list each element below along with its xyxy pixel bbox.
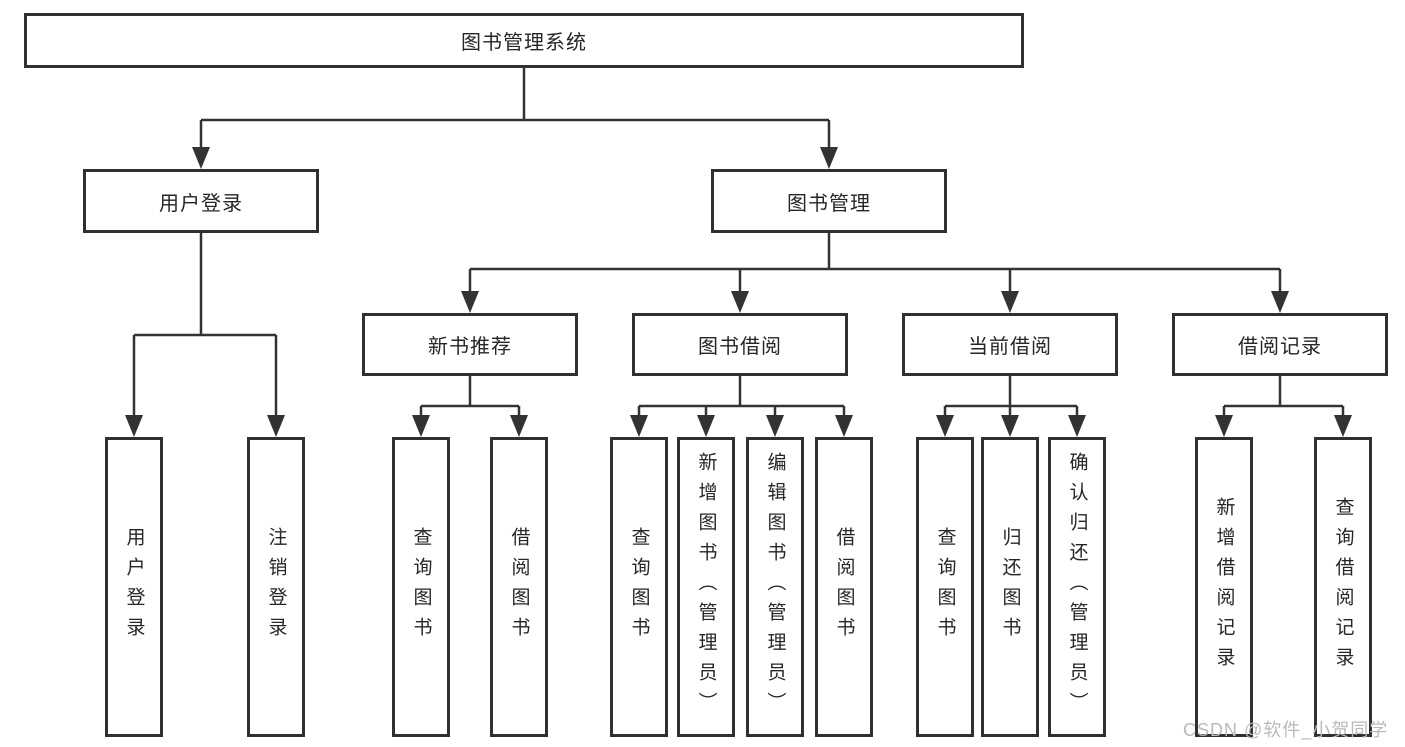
node-user-login: 用户登录 [83, 169, 319, 233]
arrowhead-icon [697, 415, 715, 437]
arrowhead-icon [766, 415, 784, 437]
arrowhead-icon [1271, 291, 1289, 313]
leaf-add-borrow-record: 新增借阅记录 [1195, 437, 1253, 737]
arrowhead-icon [1001, 291, 1019, 313]
leaf-query-books-3: 查询图书 [916, 437, 974, 737]
arrowhead-icon [731, 291, 749, 313]
arrowhead-icon [630, 415, 648, 437]
leaf-edit-books-admin: 编辑图书（管理员） [746, 437, 804, 737]
leaf-return-books: 归还图书 [981, 437, 1039, 737]
node-book-mgmt: 图书管理 [711, 169, 947, 233]
leaf-confirm-return-admin: 确认归还（管理员） [1048, 437, 1106, 737]
leaf-query-books-2: 查询图书 [610, 437, 668, 737]
arrowhead-icon [125, 415, 143, 437]
arrowhead-icon [461, 291, 479, 313]
leaf-user-login: 用户登录 [105, 437, 163, 737]
arrowhead-icon [510, 415, 528, 437]
leaf-borrow-books-1: 借阅图书 [490, 437, 548, 737]
arrowhead-icon [1068, 415, 1086, 437]
arrowhead-icon [1215, 415, 1233, 437]
leaf-add-books-admin: 新增图书（管理员） [677, 437, 735, 737]
leaf-query-books-1: 查询图书 [392, 437, 450, 737]
node-book-borrow: 图书借阅 [632, 313, 848, 376]
arrowhead-icon [936, 415, 954, 437]
node-root: 图书管理系统 [24, 13, 1024, 68]
arrowhead-icon [1001, 415, 1019, 437]
arrowhead-icon [192, 147, 210, 169]
leaf-query-borrow-record: 查询借阅记录 [1314, 437, 1372, 737]
arrowhead-icon [267, 415, 285, 437]
node-borrow-records: 借阅记录 [1172, 313, 1388, 376]
connector-group [125, 68, 1352, 437]
node-new-book-recommend: 新书推荐 [362, 313, 578, 376]
csdn-watermark: CSDN @软件_小贺同学 [1183, 720, 1389, 740]
arrowhead-icon [412, 415, 430, 437]
arrowhead-icon [1334, 415, 1352, 437]
arrowhead-icon [820, 147, 838, 169]
arrowhead-icon [835, 415, 853, 437]
node-current-borrow: 当前借阅 [902, 313, 1118, 376]
leaf-logout: 注销登录 [247, 437, 305, 737]
leaf-borrow-books-2: 借阅图书 [815, 437, 873, 737]
